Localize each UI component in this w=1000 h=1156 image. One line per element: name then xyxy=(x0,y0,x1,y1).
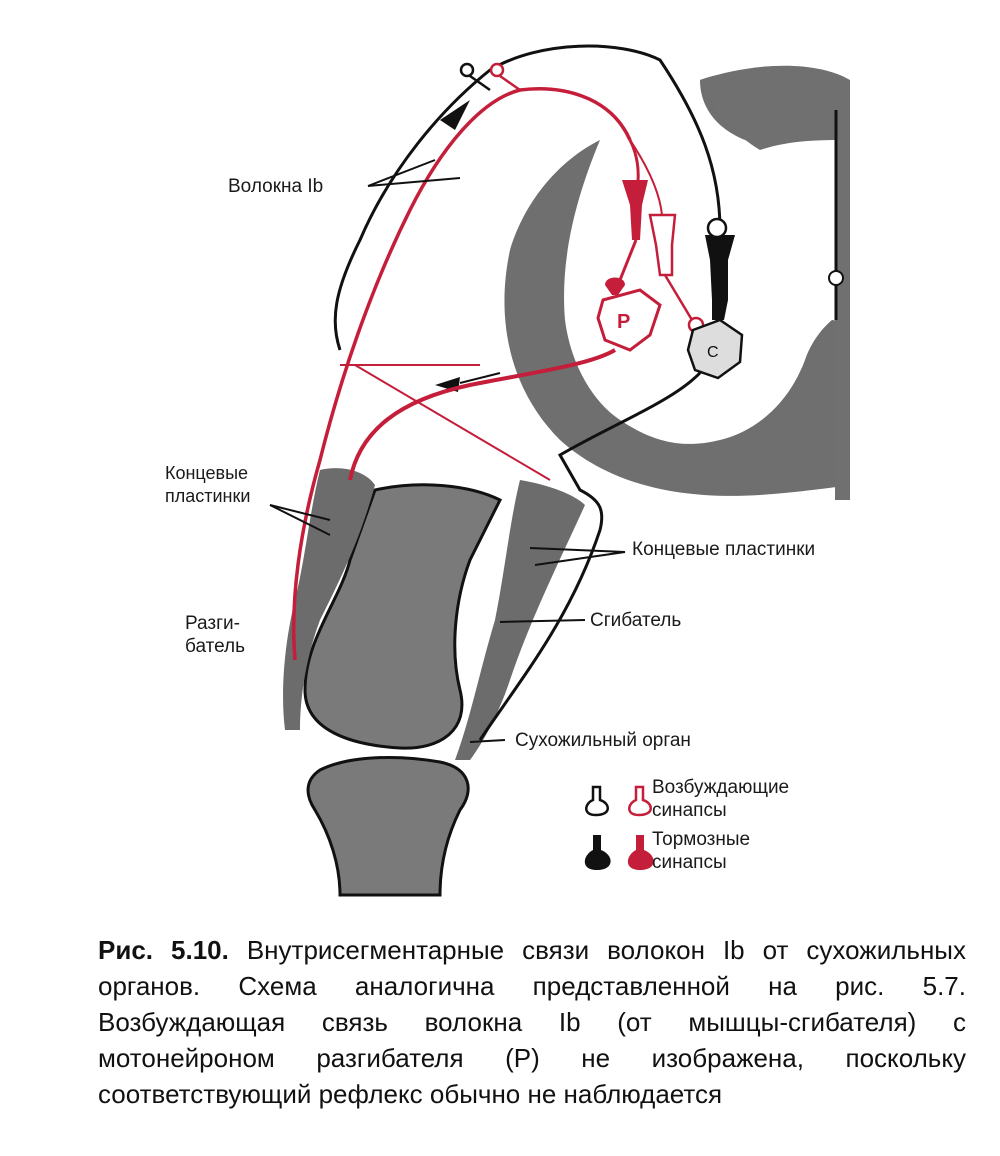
label-end-plates-left-line1: Концевые xyxy=(165,463,249,483)
gray-matter-right-edge xyxy=(835,88,850,500)
inhibitory-interneuron-red xyxy=(622,180,648,240)
label-extensor-line2: батель xyxy=(185,636,246,657)
legend-inhibitory-line1: Тормозные xyxy=(652,829,751,850)
red-link-to-c xyxy=(663,274,697,326)
motoneuron-p-label: P xyxy=(617,311,630,333)
red-branch xyxy=(354,364,551,481)
motoneuron-c xyxy=(686,318,744,380)
label-end-plates-left: Концевые пластинки xyxy=(165,462,250,508)
legend-excitatory-black-icon xyxy=(585,785,609,817)
extensor-muscle xyxy=(283,468,375,730)
legend-inhibitory-red-icon xyxy=(627,835,654,870)
pointer-fibers-2 xyxy=(367,177,461,187)
red-synapse-on-p xyxy=(605,277,625,295)
label-end-plates-left-line2: пластинки xyxy=(165,486,251,506)
label-tendon-organ: Сухожильный орган xyxy=(515,730,691,751)
red-motor-axon xyxy=(348,348,617,481)
legend-inhibitory-line2: синапсы xyxy=(652,852,727,873)
femur-bone xyxy=(303,483,503,750)
receptor-stalk-red xyxy=(499,74,521,92)
motoneuron-c-label: C xyxy=(707,344,719,361)
receptor-ending-black xyxy=(459,62,475,78)
pointer-endplates-right-1 xyxy=(529,547,626,553)
fiber-segment xyxy=(459,372,501,384)
receptor-ending-red xyxy=(489,62,505,78)
legend-inhibitory: Тормозные синапсы xyxy=(652,828,750,874)
legend-excitatory-red-icon xyxy=(628,785,652,817)
spinal-cord-gray-matter xyxy=(504,71,850,496)
legend-inhibitory-black-icon xyxy=(584,835,611,870)
caption-number: Рис. 5.10. xyxy=(98,935,229,965)
fiber-arrow-up xyxy=(440,100,470,130)
legend-excitatory-line2: синапсы xyxy=(652,800,727,821)
label-extensor-line1: Разги- xyxy=(185,613,240,634)
black-fiber-synapse xyxy=(706,217,728,239)
motoneuron-p xyxy=(596,288,662,352)
pointer-flexor xyxy=(499,619,586,623)
central-canal xyxy=(828,270,844,286)
pointer-endplates-right-2 xyxy=(534,551,626,566)
excitatory-interneuron-hollow xyxy=(648,213,677,277)
figure-caption: Рис. 5.10. Внутрисегментарные связи воло… xyxy=(98,932,966,1112)
spinal-cord-white-matter xyxy=(509,64,850,501)
caption-text: Внутрисегментарные связи волокон Ib от с… xyxy=(98,935,966,1109)
legend-excitatory: Возбуждающие синапсы xyxy=(652,776,789,822)
tibia-bone xyxy=(306,755,470,897)
label-fibers-ib: Волокна Ib xyxy=(228,176,324,197)
gray-matter-dorsal-horn xyxy=(700,65,850,150)
inhibitory-interneuron-black xyxy=(705,235,735,320)
pointer-endplates-left-1 xyxy=(269,504,331,521)
pointer-endplates-left-2 xyxy=(269,504,331,536)
label-flexor: Сгибатель xyxy=(590,610,682,631)
ib-fiber-extensor-red xyxy=(292,87,632,661)
label-extensor: Разги- батель xyxy=(185,612,245,658)
pointer-tendon-organ xyxy=(469,739,506,743)
flexor-muscle xyxy=(455,480,585,760)
label-end-plates-right: Концевые пластинки xyxy=(632,539,816,560)
receptor-stalk-black xyxy=(469,74,491,92)
red-link-down xyxy=(618,239,638,281)
pointer-fibers-1 xyxy=(367,159,436,187)
legend-excitatory-line1: Возбуждающие xyxy=(652,777,790,798)
red-branch-to-hollow xyxy=(629,139,663,216)
reflex-diagram: P C xyxy=(269,44,850,897)
